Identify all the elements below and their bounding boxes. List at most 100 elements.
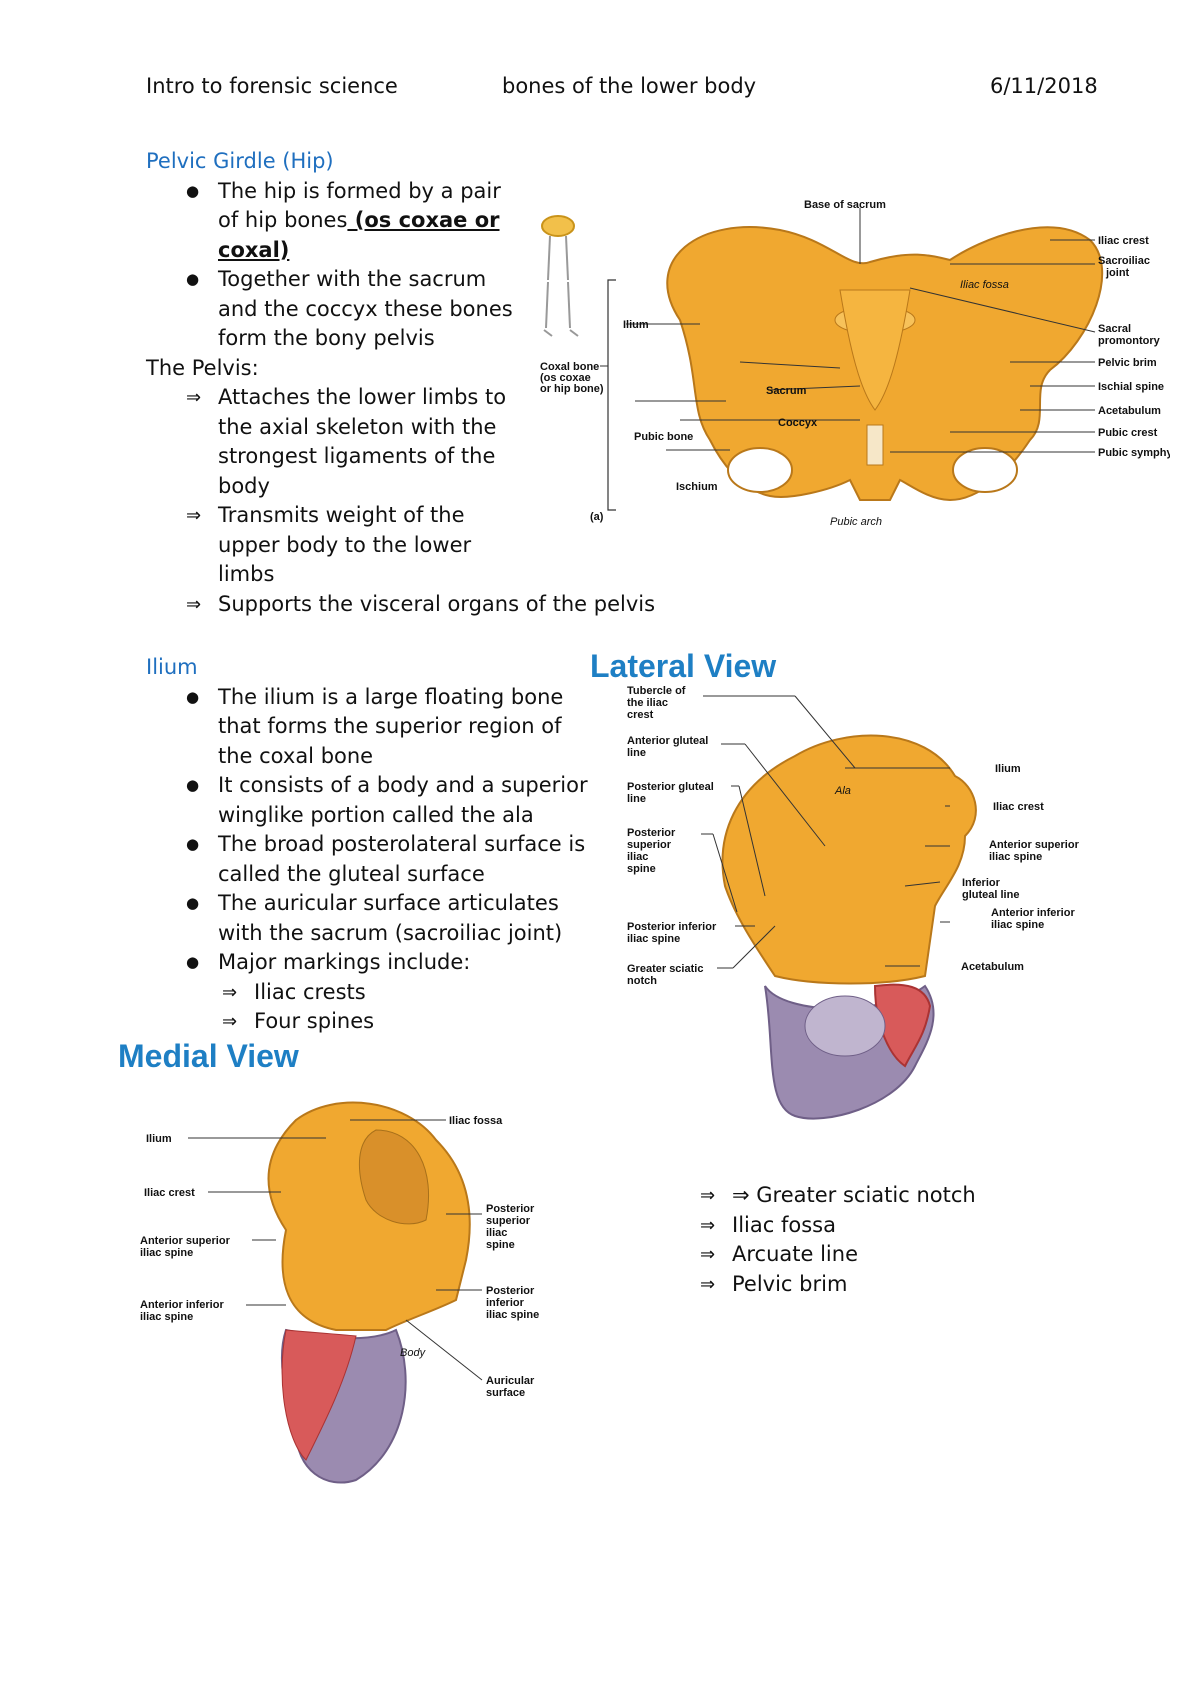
label-ischial-spine: Ischial spine <box>1098 381 1164 393</box>
label-ilium: Ilium <box>146 1133 172 1145</box>
arrow-text: Four spines <box>254 1009 375 1033</box>
label-igl-1: Inferior <box>962 877 1001 889</box>
label-psis-4: spine <box>486 1239 515 1251</box>
label-iliac-fossa: Iliac fossa <box>449 1115 503 1127</box>
list-item: Together with the sacrum and the coccyx … <box>146 265 666 354</box>
label-psis-2: superior <box>627 839 672 851</box>
bullet-text: The hip is formed by a pair <box>218 178 501 203</box>
arrow-text: ⇒ Greater sciatic notch <box>732 1183 976 1207</box>
label-iliac-crest: Iliac crest <box>993 801 1044 813</box>
label-sacral-1: Sacral <box>1098 323 1131 335</box>
label-psis-2: superior <box>486 1215 531 1227</box>
label-sacral-2: promontory <box>1098 335 1161 347</box>
pelvic-section: Pelvic Girdle (Hip) The hip is formed by… <box>146 147 666 619</box>
label-iliac-crest: Iliac crest <box>1098 235 1149 247</box>
arrow-text: Iliac crests <box>254 979 366 1004</box>
pelvic-heading: Pelvic Girdle (Hip) <box>146 149 334 173</box>
label-igl-2: gluteal line <box>962 889 1019 901</box>
bullet-text: It consists of a body and a superior <box>218 773 588 797</box>
bullet-text: The auricular surface articulates <box>218 891 559 915</box>
list-item: The broad posterolateral surface is call… <box>146 830 596 889</box>
ilium-section: Ilium The ilium is a large floating bone… <box>146 653 596 1037</box>
label-iliac-crest: Iliac crest <box>144 1187 195 1199</box>
label-body: Body <box>400 1347 427 1359</box>
lateral-view-figure: Tubercle of the iliac crest Anterior glu… <box>627 686 1080 1120</box>
label-post-gluteal-2: line <box>627 793 646 805</box>
label-gsn-1: Greater sciatic <box>627 963 703 975</box>
label-piis-2: inferior <box>486 1297 525 1309</box>
list-item: Transmits weight of the upper body to th… <box>146 501 666 590</box>
header-left: Intro to forensic science <box>146 74 398 98</box>
arrow-text: strongest ligaments of the <box>218 444 496 468</box>
arrow-text: Arcuate line <box>732 1242 858 1266</box>
ilium-heading: Ilium <box>146 655 198 679</box>
label-ilium: Ilium <box>995 763 1021 775</box>
lateral-view-title: Lateral View <box>590 648 777 684</box>
list-item: Attaches the lower limbs to the axial sk… <box>146 383 666 501</box>
list-item: Major markings include: <box>146 948 596 978</box>
medial-view-title: Medial View <box>118 1038 299 1074</box>
label-acetabulum: Acetabulum <box>1098 405 1161 417</box>
medial-hip-illustration <box>267 1101 471 1484</box>
bullet-text: winglike portion called the ala <box>218 802 534 827</box>
pelvis-illustration <box>666 226 1104 502</box>
label-iliac-fossa: Iliac fossa <box>960 279 1009 291</box>
list-item: Four spines <box>146 1007 596 1037</box>
bullet-text: called the gluteal surface <box>218 861 485 886</box>
label-piis-1: Posterior inferior <box>627 921 717 933</box>
label-aiis-2: iliac spine <box>140 1311 193 1323</box>
label-piis-2: iliac spine <box>627 933 680 945</box>
label-acetabulum: Acetabulum <box>961 961 1024 973</box>
label-asis-1: Anterior superior <box>989 839 1080 851</box>
label-psis-1: Posterior <box>627 827 676 839</box>
header-date: 6/11/2018 <box>990 74 1098 98</box>
arrow-text: the axial skeleton with the <box>218 414 497 439</box>
label-aiis-1: Anterior inferior <box>991 907 1075 919</box>
bullet-text: Together with the sacrum <box>218 267 487 291</box>
list-item: ⇒ Greater sciatic notch <box>660 1181 1080 1211</box>
pelvic-bullets: The hip is formed by a pair of hip bones… <box>146 177 666 354</box>
bullet-text: of hip bones <box>218 208 348 232</box>
label-psis-4: spine <box>627 863 656 875</box>
label-ala: Ala <box>834 785 851 797</box>
medial-view-figure: Iliac fossa Ilium Iliac crest Anterior s… <box>140 1101 539 1484</box>
label-base-of-sacrum: Base of sacrum <box>804 200 886 211</box>
list-item: The hip is formed by a pair of hip bones… <box>146 177 666 266</box>
ilium-bullets: The ilium is a large floating bone that … <box>146 683 596 1037</box>
label-auricular-2: surface <box>486 1387 525 1399</box>
label-aiis-2: iliac spine <box>991 919 1044 931</box>
label-asis-1: Anterior superior <box>140 1235 231 1247</box>
list-item: Supports the visceral organs of the pelv… <box>146 590 666 620</box>
label-pubic-arch: Pubic arch <box>830 516 882 528</box>
label-asis-2: iliac spine <box>140 1247 193 1259</box>
label-ant-gluteal-2: line <box>627 747 646 759</box>
label-ischium: Ischium <box>676 481 718 493</box>
label-gsn-2: notch <box>627 975 657 987</box>
markings-more-list: ⇒ Greater sciatic notch Iliac fossa Arcu… <box>660 1181 1080 1299</box>
label-piis-1: Posterior <box>486 1285 535 1297</box>
pelvis-arrow-list: Attaches the lower limbs to the axial sk… <box>146 383 666 619</box>
label-tubercle-2: the iliac <box>627 697 668 709</box>
arrow-text: Transmits weight of the <box>218 503 465 527</box>
label-tubercle-3: crest <box>627 709 654 721</box>
list-item: Iliac fossa <box>660 1211 1080 1241</box>
label-coccyx: Coccyx <box>778 417 818 429</box>
list-item: Pelvic brim <box>660 1270 1080 1300</box>
bullet-text: The broad posterolateral surface is <box>218 832 586 856</box>
underlined-text: coxal) <box>218 237 290 262</box>
label-coxal-2: (os coxae <box>540 372 591 384</box>
arrow-text: upper body to the lower <box>218 532 472 557</box>
list-item: The auricular surface articulates with t… <box>146 889 596 948</box>
list-item: It consists of a body and a superior win… <box>146 771 596 830</box>
arrow-text: Pelvic brim <box>732 1271 848 1296</box>
bullet-text: that forms the superior region of <box>218 714 562 738</box>
label-tubercle-1: Tubercle of <box>627 686 686 697</box>
pelvis-subheading: The Pelvis: <box>146 355 259 380</box>
arrow-text: Attaches the lower limbs to <box>218 385 507 409</box>
arrow-text: Supports the visceral organs of the pelv… <box>218 591 656 616</box>
list-item: The ilium is a large floating bone that … <box>146 683 596 772</box>
label-pubic-symphysis: Pubic symphysis <box>1098 447 1170 459</box>
list-item: Iliac crests <box>146 978 596 1008</box>
label-panel-a: (a) <box>590 511 604 523</box>
header-center: bones of the lower body <box>502 74 757 98</box>
